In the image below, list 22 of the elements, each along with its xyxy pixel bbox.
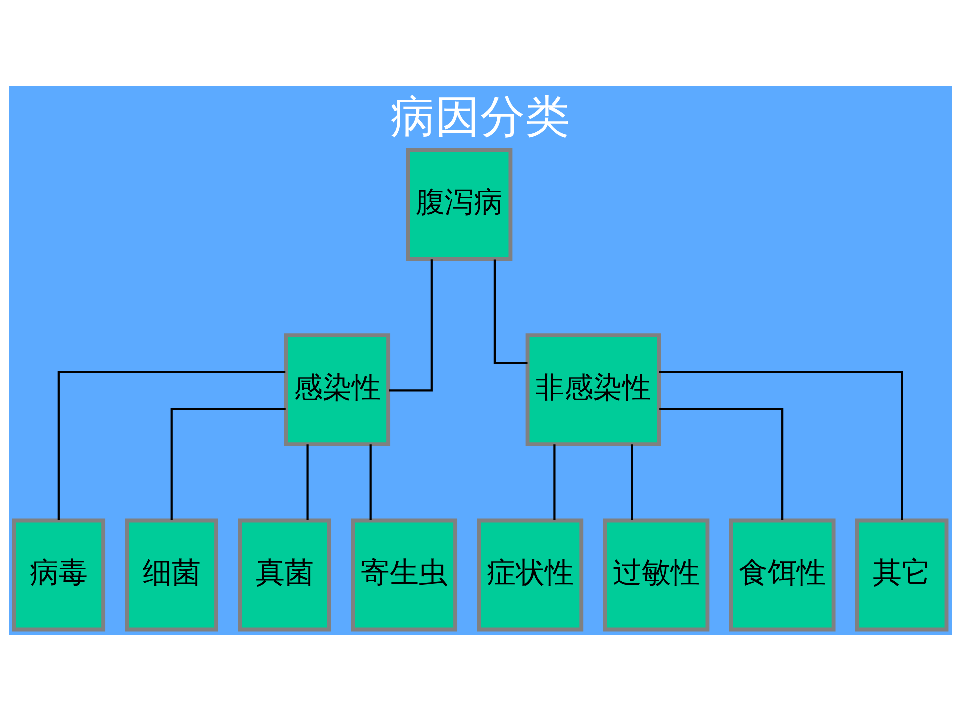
connector	[659, 408, 784, 520]
connector	[388, 259, 432, 392]
connector	[369, 444, 372, 520]
node-box: 真菌	[238, 518, 331, 632]
node-box: 症状性	[476, 518, 584, 632]
connector	[553, 444, 556, 520]
node-box: 细菌	[124, 518, 218, 632]
node-box: 感染性	[284, 333, 390, 446]
connector	[493, 259, 528, 364]
node-box: 过敏性	[602, 518, 710, 632]
connector	[630, 444, 633, 520]
node-box: 食饵性	[728, 518, 836, 632]
diagram-title: 病因分类	[390, 90, 570, 143]
node-box: 非感染性	[525, 333, 661, 446]
connector	[306, 444, 308, 520]
node-box: 其它	[854, 518, 948, 632]
node-box: 寄生虫	[350, 518, 458, 632]
connector	[57, 370, 286, 520]
connector	[170, 408, 286, 520]
connector	[658, 370, 903, 520]
node-box: 病毒	[12, 518, 106, 632]
node-box: 腹泻病	[406, 148, 512, 261]
